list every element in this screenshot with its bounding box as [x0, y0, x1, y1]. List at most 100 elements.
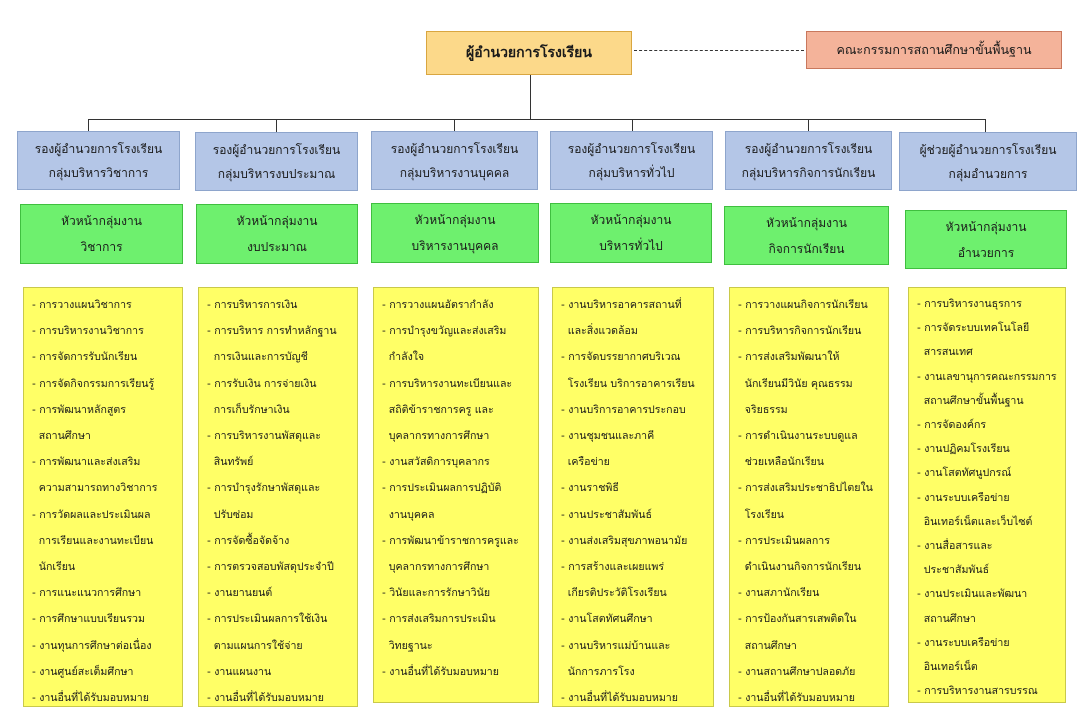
head-box-academic: หัวหน้ากลุ่มงาน วิชาการ [20, 204, 183, 264]
task-item: สถานศึกษา [32, 430, 91, 443]
task-item: - การบริหารงานวิชาการ [32, 325, 144, 338]
horizontal-bus-line [88, 119, 985, 120]
task-item: - การส่งเสริมพัฒนาให้ [738, 351, 840, 364]
head-box-budget: หัวหน้ากลุ่มงาน งบประมาณ [196, 204, 358, 264]
drop-line-5 [808, 119, 809, 131]
task-item: - การบริหารงานพัสดุและ [207, 430, 321, 443]
tasks-list-general: - งานบริหารอาคารสถานที่ และสิ่งแวดล้อม -… [552, 287, 714, 707]
deputy-title: รองผู้อำนวยการโรงเรียน [744, 141, 873, 156]
task-item: - การบำรุงรักษาพัสดุและ [207, 482, 321, 495]
deputy-box-general: รองผู้อำนวยการโรงเรียน กลุ่มบริหารทั่วไป [550, 131, 713, 190]
task-item: - งานประชาสัมพันธ์ [561, 508, 652, 521]
head-title: หัวหน้ากลุ่มงาน [61, 214, 142, 228]
tasks-list-budget: - การบริหารการเงิน - การบริหาร การทำหลัก… [198, 287, 358, 707]
task-item: - การประเมินผลการ [738, 534, 830, 547]
task-item: นักเรียนมีวินัย คุณธรรม [738, 377, 853, 390]
task-item: นักเรียน [32, 561, 76, 574]
head-group: กิจการนักเรียน [768, 241, 845, 256]
deputy-title: ผู้ช่วยผู้อำนวยการโรงเรียน [919, 142, 1057, 157]
head-title: หัวหน้ากลุ่มงาน [414, 213, 496, 227]
deputy-box-administration: ผู้ช่วยผู้อำนวยการโรงเรียน กลุ่มอำนวยการ [899, 132, 1077, 191]
head-box-administration: หัวหน้ากลุ่มงาน อำนวยการ [905, 210, 1067, 269]
task-item: - การรับเงิน การจ่ายเงิน [207, 377, 317, 390]
deputy-box-personnel: รองผู้อำนวยการโรงเรียน กลุ่มบริหารงานบุค… [371, 131, 538, 190]
task-item: - งานเลขานุการคณะกรรมการ [917, 370, 1057, 383]
deputy-box-academic: รองผู้อำนวยการโรงเรียน กลุ่มบริหารวิชากา… [17, 131, 180, 190]
task-item: - การบริหารงานทะเบียนและ [382, 377, 513, 390]
task-item: - งานอื่นที่ได้รับมอบหมาย [738, 692, 855, 705]
deputy-group: กลุ่มบริหารทั่วไป [588, 165, 675, 180]
task-item: - การวางแผนวิชาการ [32, 299, 132, 311]
task-item: - งานประเมินและพัฒนา [917, 588, 1028, 601]
task-item: ความสามารถทางวิชาการ [32, 482, 158, 495]
deputy-title: รองผู้อำนวยการโรงเรียน [567, 141, 696, 156]
task-item: - งานอื่นที่ได้รับมอบหมาย [382, 665, 499, 678]
drop-line-1 [88, 119, 89, 131]
task-item: - งานโสตทัศนูปกรณ์ [917, 467, 1012, 480]
task-item: - การจัดกิจกรรมการเรียนรู้ [32, 377, 155, 390]
task-item: - วินัยและการรักษาวินัย [382, 587, 491, 600]
task-item: - งานสวัสดิการบุคลากร [382, 456, 490, 469]
task-item: - งานบริหารอาคารสถานที่ [561, 299, 682, 311]
task-item: ปรับซ่อม [207, 508, 254, 521]
task-item: บุคลากรทางการศึกษา [382, 430, 490, 443]
task-item: - การจัดบรรยากาศบริเวณ [561, 351, 681, 364]
deputy-group: กลุ่มบริหารกิจการนักเรียน [741, 165, 876, 180]
director-box: ผู้อำนวยการโรงเรียน [426, 31, 632, 75]
task-item: - งานทุนการศึกษาต่อเนื่อง [32, 639, 152, 652]
task-item: โรงเรียน บริการอาคารเรียน [561, 377, 695, 390]
deputy-group: กลุ่มอำนวยการ [948, 166, 1028, 181]
task-item: ประชาสัมพันธ์ [917, 564, 990, 577]
tasks-list-academic: - การวางแผนวิชาการ - การบริหารงานวิชาการ… [23, 287, 183, 707]
task-item: - การจัดองค์กร [917, 419, 987, 432]
task-item: - งานระบบเครือข่าย [917, 636, 1010, 649]
deputy-group: กลุ่มบริหารงบประมาณ [217, 166, 336, 181]
drop-line-3 [454, 119, 455, 131]
task-item: สถานศึกษา [738, 639, 797, 652]
task-item: - การจัดซื้อจัดจ้าง [207, 534, 290, 547]
task-item: ดำเนินงานกิจการนักเรียน [738, 561, 862, 574]
task-item: โรงเรียน [738, 508, 785, 521]
task-item: - งานบริการอาคารประกอบ [561, 403, 686, 416]
task-item: - งานระบบเครือข่าย [917, 491, 1010, 504]
head-title: หัวหน้ากลุ่มงาน [590, 213, 672, 227]
head-box-general: หัวหน้ากลุ่มงาน บริหารทั่วไป [550, 203, 712, 263]
task-item: สถานศึกษา [917, 612, 976, 625]
task-item: - งานส่งเสริมสุขภาพอนามัย [561, 534, 688, 547]
head-box-student-affairs: หัวหน้ากลุ่มงาน กิจการนักเรียน [724, 206, 889, 265]
head-group: งบประมาณ [247, 240, 307, 254]
task-item: - งานชุมชนและภาคี [561, 430, 655, 443]
head-box-personnel: หัวหน้ากลุ่มงาน บริหารงานบุคคล [371, 203, 539, 263]
task-item: - การจัดการรับนักเรียน [32, 351, 138, 364]
task-item: - การบริหารการเงิน [207, 299, 298, 311]
task-item: - งานอื่นที่ได้รับมอบหมาย [207, 692, 324, 705]
task-item: และสิ่งแวดล้อม [561, 325, 638, 338]
task-item: งานบุคคล [382, 508, 435, 521]
task-item: - งานศูนย์สะเต็มศึกษา [32, 665, 134, 678]
task-item: - การแนะแนวการศึกษา [32, 587, 142, 600]
committee-label: คณะกรรมการสถานศึกษาขั้นพื้นฐาน [836, 42, 1032, 57]
task-item: - การประเมินผลการใช้เงิน [207, 613, 328, 626]
deputy-box-budget: รองผู้อำนวยการโรงเรียน กลุ่มบริหารงบประม… [195, 132, 358, 191]
task-item: นักการภารโรง [561, 665, 635, 678]
deputy-title: รองผู้อำนวยการโรงเรียน [34, 141, 163, 156]
task-item: - การสร้างและเผยแพร่ [561, 561, 665, 574]
task-item: - งานปฏิคมโรงเรียน [917, 443, 1010, 456]
task-item: - การบริหารกิจการนักเรียน [738, 325, 862, 338]
task-item: - งานสภานักเรียน [738, 587, 820, 600]
task-item: - การศึกษาแบบเรียนรวม [32, 613, 145, 626]
task-item: บุคลากรทางการศึกษา [382, 561, 490, 574]
task-item: - การพัฒนาหลักสูตร [32, 403, 126, 416]
task-item: - งานบริหารแม่บ้านและ [561, 639, 671, 652]
task-item: กำลังใจ [382, 351, 425, 364]
committee-box: คณะกรรมการสถานศึกษาขั้นพื้นฐาน [806, 31, 1062, 69]
task-item: - การป้องกันสารเสพติดใน [738, 613, 857, 626]
task-item: เครือข่าย [561, 456, 610, 469]
tasks-list-student-affairs: - การวางแผนกิจการนักเรียน - การบริหารกิจ… [729, 287, 889, 707]
task-item: - การส่งเสริมประชาธิปไตยใน [738, 482, 873, 495]
head-group: อำนวยการ [957, 245, 1015, 260]
head-title: หัวหน้ากลุ่มงาน [766, 215, 847, 230]
task-item: ช่วยเหลือนักเรียน [738, 456, 824, 469]
task-item: - การจัดระบบเทคโนโลยี [917, 322, 1030, 335]
task-item: - การบริหารงานธุรการ [917, 298, 1022, 310]
